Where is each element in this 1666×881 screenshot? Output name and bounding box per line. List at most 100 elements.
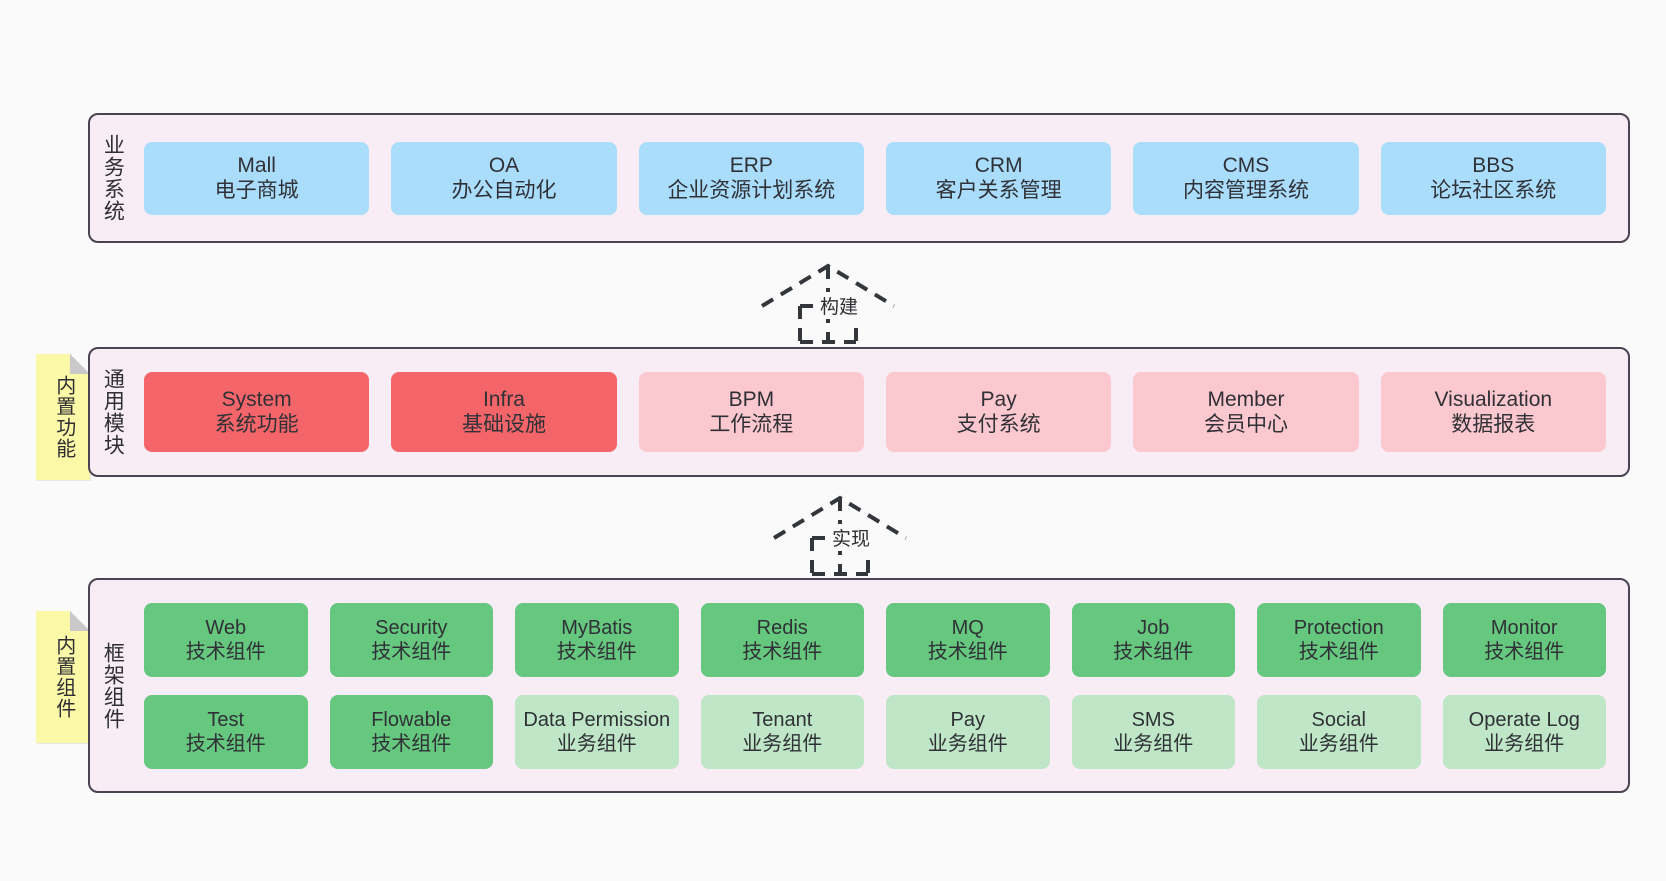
layer-body-business-system: Mall 电子商城 OA 办公自动化 ERP 企业资源计划系统 CRM 客户关系… xyxy=(134,115,1628,241)
node-subtitle: 业务组件 xyxy=(556,732,637,755)
node-subtitle: 电子商城 xyxy=(214,179,299,202)
node-subtitle: 技术组件 xyxy=(1484,640,1565,663)
node-subtitle: 技术组件 xyxy=(1113,640,1194,663)
node-subtitle: 技术组件 xyxy=(927,640,1008,663)
node-title: CRM xyxy=(974,153,1023,177)
node-tenant[interactable]: Tenant 业务组件 xyxy=(700,694,864,769)
node-social[interactable]: Social 业务组件 xyxy=(1257,694,1421,769)
node-title: Mall xyxy=(237,153,276,177)
node-subtitle: 论坛社区系统 xyxy=(1430,179,1557,202)
node-subtitle: 业务组件 xyxy=(742,732,823,755)
node-subtitle: 系统功能 xyxy=(214,413,299,436)
node-subtitle: 工作流程 xyxy=(709,413,794,436)
node-title: BPM xyxy=(728,387,775,411)
node-web[interactable]: Web 技术组件 xyxy=(144,602,308,677)
node-bbs[interactable]: BBS 论坛社区系统 xyxy=(1380,141,1606,215)
node-subtitle: 业务组件 xyxy=(1298,732,1379,755)
node-sms[interactable]: SMS 业务组件 xyxy=(1071,694,1235,769)
node-title: Security xyxy=(375,616,448,639)
node-test[interactable]: Test 技术组件 xyxy=(144,694,308,769)
node-title: ERP xyxy=(729,153,773,177)
node-title: Member xyxy=(1207,387,1285,411)
node-operate-log[interactable]: Operate Log 业务组件 xyxy=(1442,694,1606,769)
layer-body-framework-component: Web 技术组件 Security 技术组件 MyBatis 技术组件 Redi… xyxy=(134,580,1628,791)
layer-framework-component: 框架组件 Web 技术组件 Security 技术组件 MyBatis 技术组件… xyxy=(88,578,1630,793)
node-subtitle: 技术组件 xyxy=(371,640,452,663)
node-visualization[interactable]: Visualization 数据报表 xyxy=(1380,372,1606,452)
node-pay-component[interactable]: Pay 业务组件 xyxy=(886,694,1050,769)
node-pay-module[interactable]: Pay 支付系统 xyxy=(885,372,1112,452)
note-text: 内置组件 xyxy=(52,635,75,719)
node-oa[interactable]: OA 办公自动化 xyxy=(391,141,617,215)
node-title: Redis xyxy=(756,616,808,639)
node-subtitle: 基础设施 xyxy=(461,413,546,436)
node-member[interactable]: Member 会员中心 xyxy=(1133,372,1359,452)
node-title: SMS xyxy=(1131,708,1175,731)
node-subtitle: 会员中心 xyxy=(1203,413,1288,436)
layer-title-framework-component: 框架组件 xyxy=(101,641,125,730)
node-subtitle: 客户关系管理 xyxy=(935,179,1062,202)
node-security[interactable]: Security 技术组件 xyxy=(329,602,493,677)
node-title: Pay xyxy=(950,708,985,731)
node-cms[interactable]: CMS 内容管理系统 xyxy=(1133,141,1359,215)
node-title: Test xyxy=(207,708,245,731)
node-subtitle: 数据报表 xyxy=(1451,413,1536,436)
node-subtitle: 技术组件 xyxy=(556,640,637,663)
node-job[interactable]: Job 技术组件 xyxy=(1071,602,1235,677)
layer-row: Mall 电子商城 OA 办公自动化 ERP 企业资源计划系统 CRM 客户关系… xyxy=(144,141,1606,215)
layer-common-module: 通用模块 System 系统功能 Infra 基础设施 BPM 工作流程 Pay… xyxy=(88,347,1630,477)
node-mybatis[interactable]: MyBatis 技术组件 xyxy=(515,602,679,677)
connector-build: 构建 xyxy=(760,262,940,344)
node-title: Job xyxy=(1137,616,1170,639)
node-title: Social xyxy=(1311,708,1366,731)
node-title: BBS xyxy=(1472,153,1515,177)
node-title: CMS xyxy=(1222,153,1270,177)
node-subtitle: 业务组件 xyxy=(1113,732,1194,755)
connector-label-build: 构建 xyxy=(818,292,861,319)
node-title: Visualization xyxy=(1434,387,1553,411)
node-subtitle: 技术组件 xyxy=(185,732,266,755)
node-title: Flowable xyxy=(371,708,452,731)
layer-body-common-module: System 系统功能 Infra 基础设施 BPM 工作流程 Pay 支付系统… xyxy=(134,349,1628,475)
node-subtitle: 技术组件 xyxy=(742,640,823,663)
layer-row: Web 技术组件 Security 技术组件 MyBatis 技术组件 Redi… xyxy=(144,602,1606,677)
node-mall[interactable]: Mall 电子商城 xyxy=(144,141,370,215)
note-builtin-function: 内置功能 xyxy=(36,354,90,480)
node-subtitle: 内容管理系统 xyxy=(1182,179,1309,202)
node-title: System xyxy=(221,387,292,411)
node-monitor[interactable]: Monitor 技术组件 xyxy=(1442,602,1606,677)
node-redis[interactable]: Redis 技术组件 xyxy=(700,602,864,677)
node-crm[interactable]: CRM 客户关系管理 xyxy=(885,141,1112,215)
node-subtitle: 企业资源计划系统 xyxy=(667,179,836,202)
node-title: MyBatis xyxy=(561,616,633,639)
node-subtitle: 业务组件 xyxy=(927,732,1008,755)
node-title: Protection xyxy=(1293,616,1384,639)
node-title: MQ xyxy=(951,616,984,639)
node-title: OA xyxy=(488,153,520,177)
node-title: Data Permission xyxy=(523,708,671,731)
node-title: Pay xyxy=(980,387,1017,411)
node-title: Monitor xyxy=(1490,616,1558,639)
node-bpm[interactable]: BPM 工作流程 xyxy=(638,372,864,452)
node-protection[interactable]: Protection 技术组件 xyxy=(1257,602,1421,677)
node-subtitle: 技术组件 xyxy=(1298,640,1379,663)
node-data-permission[interactable]: Data Permission 业务组件 xyxy=(515,694,679,769)
node-mq[interactable]: MQ 技术组件 xyxy=(886,602,1050,677)
node-erp[interactable]: ERP 企业资源计划系统 xyxy=(638,141,864,215)
node-subtitle: 业务组件 xyxy=(1484,732,1565,755)
node-system[interactable]: System 系统功能 xyxy=(144,372,370,452)
node-flowable[interactable]: Flowable 技术组件 xyxy=(329,694,493,769)
node-subtitle: 技术组件 xyxy=(371,732,452,755)
node-subtitle: 支付系统 xyxy=(956,413,1041,436)
layer-row: System 系统功能 Infra 基础设施 BPM 工作流程 Pay 支付系统… xyxy=(144,372,1606,452)
layer-row: Test 技术组件 Flowable 技术组件 Data Permission … xyxy=(144,694,1606,769)
note-builtin-component: 内置组件 xyxy=(36,611,90,743)
node-infra[interactable]: Infra 基础设施 xyxy=(391,372,617,452)
layer-business-system: 业务系统 Mall 电子商城 OA 办公自动化 ERP 企业资源计划系统 CRM… xyxy=(88,113,1630,243)
node-title: Web xyxy=(205,616,247,639)
node-title: Operate Log xyxy=(1468,708,1580,731)
connector-realize: 实现 xyxy=(772,494,952,576)
layer-title-common-module: 通用模块 xyxy=(101,368,125,456)
layer-title-business-system: 业务系统 xyxy=(101,134,125,222)
